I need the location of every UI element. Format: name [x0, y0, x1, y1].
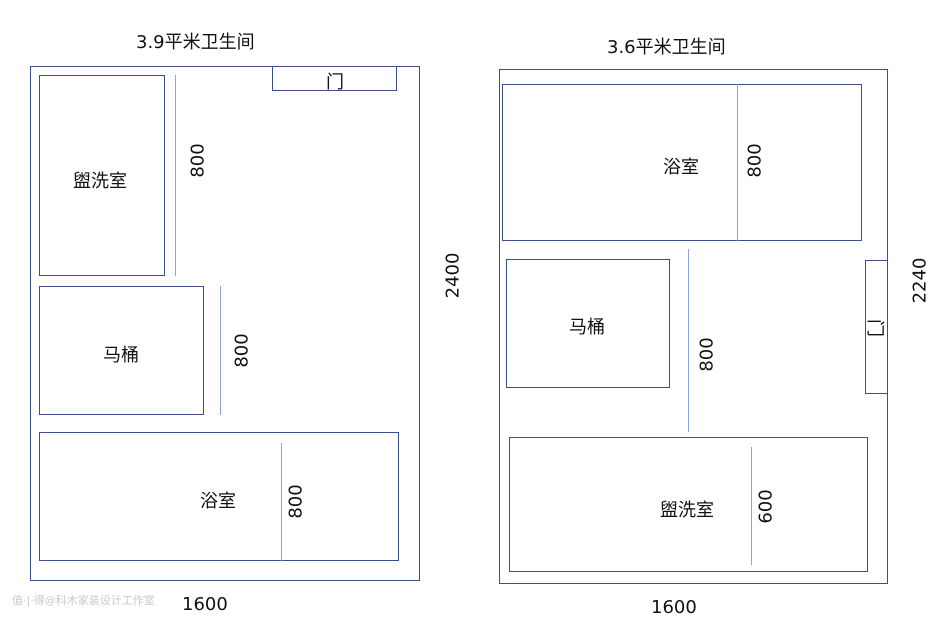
- left-width-dim: 1600: [182, 594, 228, 615]
- left-bath-label: 浴室: [200, 491, 236, 512]
- left-washroom: [39, 75, 165, 276]
- right-width-dim: 1600: [651, 597, 697, 618]
- left-washroom-label: 盥洗室: [73, 171, 127, 192]
- left-height-dim: 2400: [442, 252, 464, 299]
- right-bath: [502, 84, 862, 241]
- left-toilet-dim: 800: [231, 333, 253, 368]
- left-bath-dim: 800: [285, 484, 307, 519]
- left-toilet-label: 马桶: [103, 345, 139, 366]
- right-bath-dim: 800: [744, 143, 766, 178]
- left-toilet-dim-line: [220, 286, 221, 415]
- left-washroom-dim-line: [175, 75, 176, 276]
- left-plan-outline: [30, 66, 420, 581]
- left-washroom-dim: 800: [187, 143, 209, 178]
- left-toilet: [39, 286, 204, 415]
- right-toilet-dim: 800: [696, 337, 718, 372]
- right-height-dim: 2240: [909, 257, 929, 304]
- right-washroom-label: 盥洗室: [660, 500, 714, 521]
- right-toilet: [506, 259, 670, 388]
- right-washroom: [509, 437, 868, 572]
- right-plan-title: 3.6平米卫生间: [607, 37, 726, 58]
- right-bath-dim-line: [737, 84, 738, 241]
- right-bath-label: 浴室: [663, 157, 699, 178]
- left-plan-title: 3.9平米卫生间: [136, 32, 255, 53]
- left-bath: [39, 432, 399, 561]
- right-door: [865, 260, 888, 394]
- right-door-label: 门: [864, 319, 885, 337]
- right-toilet-label: 马桶: [569, 317, 605, 338]
- right-washroom-dim-line: [751, 447, 752, 565]
- left-door-label: 门: [326, 72, 344, 93]
- right-toilet-dim-line: [688, 249, 689, 432]
- right-washroom-dim: 600: [755, 489, 777, 524]
- watermark: 值·|·得@科木家装设计工作室: [12, 594, 155, 607]
- left-door: [272, 66, 397, 91]
- left-bath-dim-line: [281, 443, 282, 561]
